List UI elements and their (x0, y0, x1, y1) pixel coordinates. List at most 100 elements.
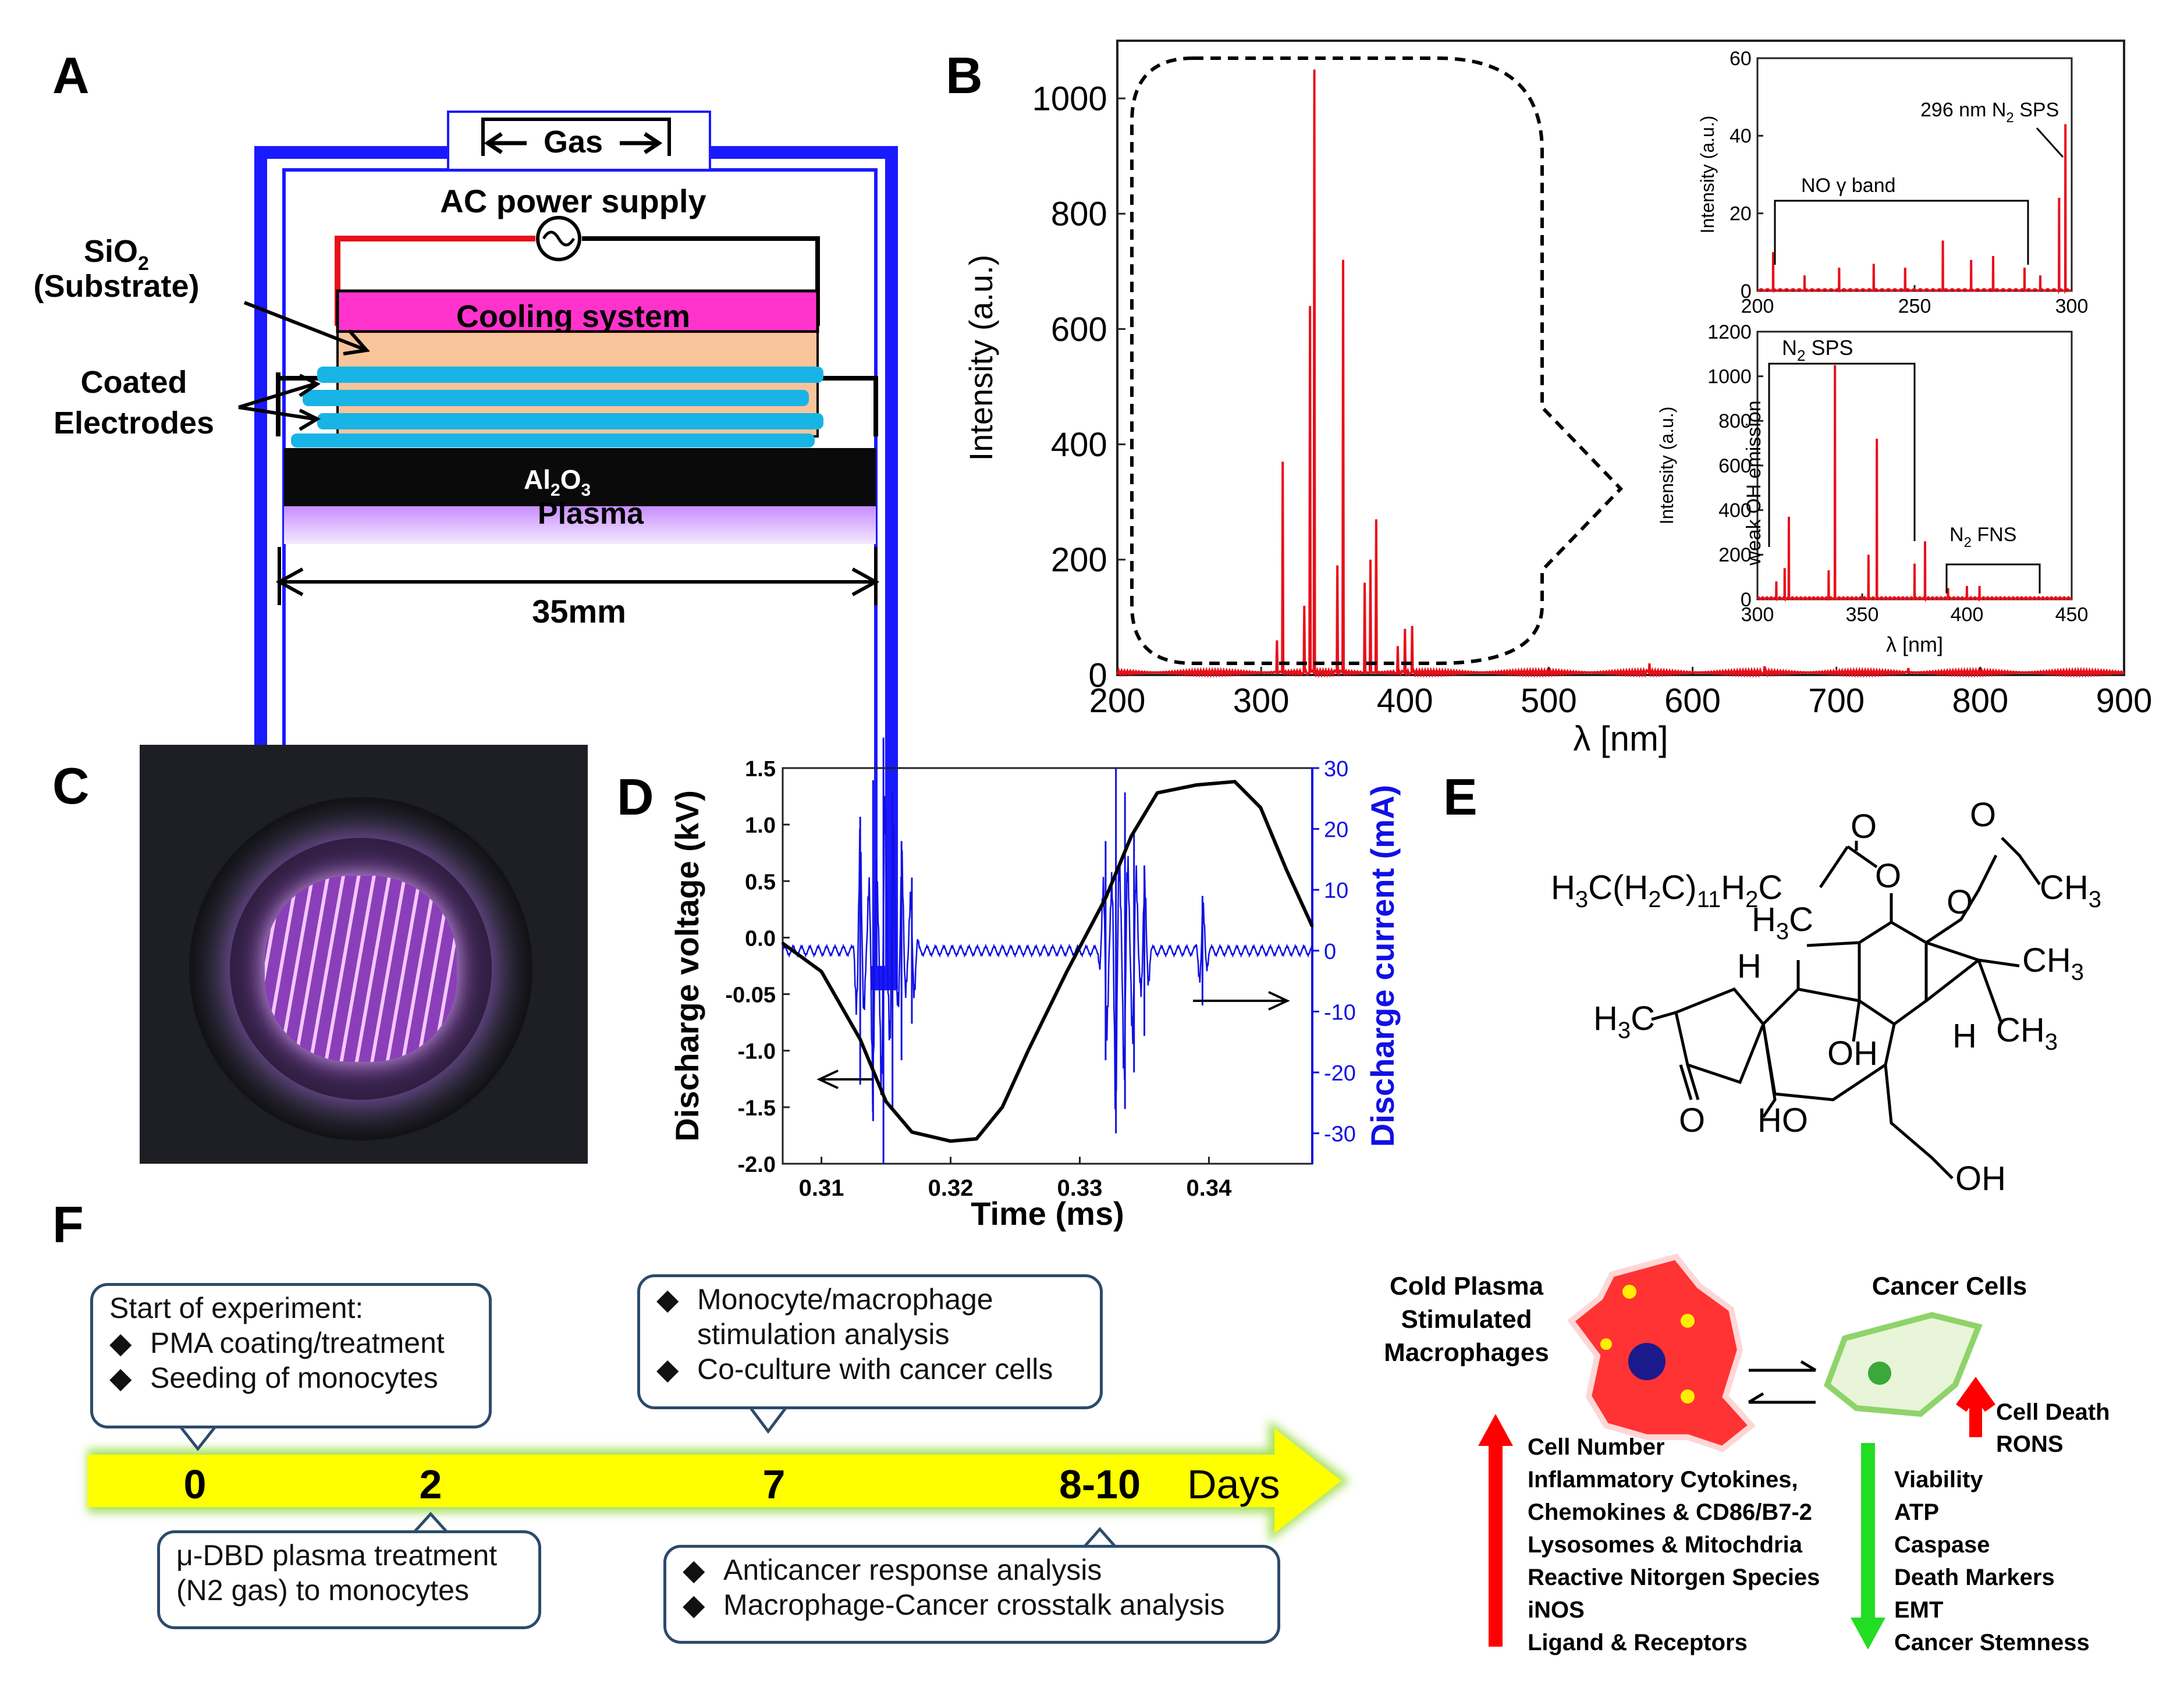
b-main-ytick-label: 0 (1088, 656, 1107, 694)
panel-f: F 0 2 7 8-10 Days Cold Plasma Stimulated… (52, 1196, 2110, 1655)
e-ketone-o: O (1679, 1101, 1705, 1139)
d-y2tick-label: 0 (1324, 940, 1336, 964)
b-main-xtick-label: 600 (1664, 682, 1721, 720)
cancer-cells-label: Cancer Cells (1872, 1272, 2027, 1300)
box1-pointer (179, 1426, 216, 1452)
timeline-box-day7: ◆Monocyte/macrophage stimulation analysi… (637, 1274, 1103, 1409)
box2-item: Co-culture with cancer cells (697, 1353, 1053, 1385)
d-y2tick-label: 20 (1324, 818, 1348, 843)
panel-label-f: F (52, 1196, 84, 1253)
sine-wave-icon (542, 230, 576, 247)
cancer-effect: Cancer Stemness (1894, 1630, 2090, 1655)
cold-plasma-label-2: Stimulated (1401, 1305, 1532, 1334)
e-h3c-left: H3C (1593, 1000, 1655, 1043)
b-main-ylabel: Intensity (a.u.) (963, 255, 999, 461)
macrophage-effect: iNOS (1528, 1597, 1585, 1623)
box1-item: PMA coating/treatment (150, 1327, 445, 1359)
al2o3-layer (284, 448, 876, 506)
box1-title: Start of experiment: (109, 1292, 364, 1324)
b-inset-top-ytick-label: 40 (1730, 125, 1752, 147)
day-7: 7 (763, 1462, 786, 1507)
b-inset-top-pointer (2036, 127, 2064, 158)
d-voltage-point (1130, 834, 1133, 837)
d-current-line (782, 795, 1313, 1113)
e-ester-o1: O (1875, 857, 1901, 895)
b-inset-bottom-annot-sps: N2 SPS (1782, 336, 1853, 364)
b-inset-bottom-ytick-label: 600 (1718, 455, 1752, 477)
bullet-icon: ◆ (109, 1362, 132, 1394)
electrode-row-2 (303, 390, 809, 406)
electrode-links (370, 383, 782, 413)
d-y2label: Discharge current (mA) (1364, 785, 1401, 1147)
e-ch3-acetyl: CH3 (2040, 869, 2101, 912)
cancer-effect: EMT (1894, 1597, 1943, 1623)
gas-arrow-left-icon (484, 132, 527, 154)
e-ch3-a: CH3 (2022, 941, 2084, 985)
b-inset-top-bracket (1774, 200, 2029, 265)
b-inset-top-xtick-label: 200 (1741, 295, 1774, 317)
box1-item: Seeding of monocytes (150, 1362, 438, 1394)
d-xlabel: Time (ms) (971, 1195, 1124, 1232)
e-h-left: H (1737, 947, 1762, 985)
d-ytick-label: -0.05 (725, 983, 776, 1008)
d-xtick-label: 0.33 (1057, 1175, 1103, 1201)
substrate-label: (Substrate) (33, 269, 199, 304)
e-oh-bottom: OH (1955, 1160, 2006, 1197)
b-inset-bottom-annot-oh: weak OH emission (1743, 400, 1765, 566)
b-inset-bottom-xlabel: λ [nm] (1886, 632, 1943, 656)
box2-item: Monocyte/macrophage (697, 1283, 993, 1316)
d-voltage-point (910, 1131, 913, 1133)
b-main-xtick-label: 700 (1808, 682, 1865, 720)
b-zoom-callout (1130, 56, 1624, 665)
b-inset-bottom-xtick-label: 400 (1951, 603, 1984, 626)
b-inset-bottom-xtick-label: 350 (1846, 603, 1879, 626)
dimension-label: 35mm (532, 593, 626, 630)
b-inset-top-xtick-label: 250 (1898, 295, 1931, 317)
d-voltage-point (1027, 1049, 1029, 1052)
gas-channel (481, 118, 671, 156)
b-main-xtick-label: 800 (1952, 682, 2008, 720)
electrode-row-4 (291, 433, 815, 447)
b-main-xtick-label: 400 (1377, 682, 1433, 720)
cold-plasma-label-3: Macrophages (1384, 1338, 1549, 1367)
b-main-xtick-label: 500 (1521, 682, 1577, 720)
d-voltage-point (1104, 897, 1107, 900)
cancer-cell (1824, 1312, 1983, 1417)
d-voltage-point (820, 970, 823, 973)
d-voltage-line (782, 780, 1314, 1143)
macrophage-effects-list: Cell Number Inflammatory Cytokines, Chem… (1528, 1434, 1820, 1655)
day-0: 0 (184, 1462, 207, 1507)
e-carbonyl-o1: O (1851, 808, 1877, 845)
e-skeleton-bonds (1651, 837, 2041, 1179)
panel-label-c: C (52, 757, 90, 815)
d-y2tick-label: -20 (1324, 1061, 1356, 1086)
macrophage-effect: Chemokines & CD86/B7-2 (1528, 1499, 1812, 1525)
macrophage-effect: Cell Number (1528, 1434, 1665, 1460)
timeline-box-day8-10: ◆Anticancer response analysis ◆Macrophag… (663, 1545, 1280, 1644)
b-inset-top-ytick-label: 60 (1730, 48, 1752, 70)
b-main-ytick-label: 800 (1051, 196, 1107, 233)
b-main-ytick-label: 1000 (1032, 80, 1107, 118)
b-main-xlabel: λ [nm] (1573, 719, 1668, 758)
d-voltage-point (782, 942, 784, 945)
d-voltage-point (1285, 868, 1288, 871)
d-ytick-label: 1.0 (745, 813, 776, 838)
photo-plasma-grid (265, 876, 457, 1062)
timeline-box-start: Start of experiment: ◆ PMA coating/treatm… (90, 1283, 492, 1428)
cancer-effect: Viability (1894, 1467, 1983, 1492)
e-ester-o2: O (1947, 883, 1973, 921)
day-8-10: 8-10 (1059, 1462, 1141, 1507)
macrophage-effect: Inflammatory Cytokines, (1528, 1467, 1798, 1492)
bullet-icon: ◆ (683, 1588, 705, 1621)
b-main-xtick-label: 300 (1233, 682, 1290, 720)
b-main-xtick-label: 200 (1089, 682, 1146, 720)
d-y2tick-label: -10 (1324, 1000, 1356, 1025)
e-carbonyl-o2: O (1970, 796, 1996, 834)
macrophage-effect: Lysosomes & Mitochdria (1528, 1532, 1803, 1558)
dimension-arrow (275, 547, 880, 605)
crosstalk-arrows-icon (1748, 1360, 1817, 1404)
d-ylabel: Discharge voltage (kV) (669, 790, 705, 1142)
